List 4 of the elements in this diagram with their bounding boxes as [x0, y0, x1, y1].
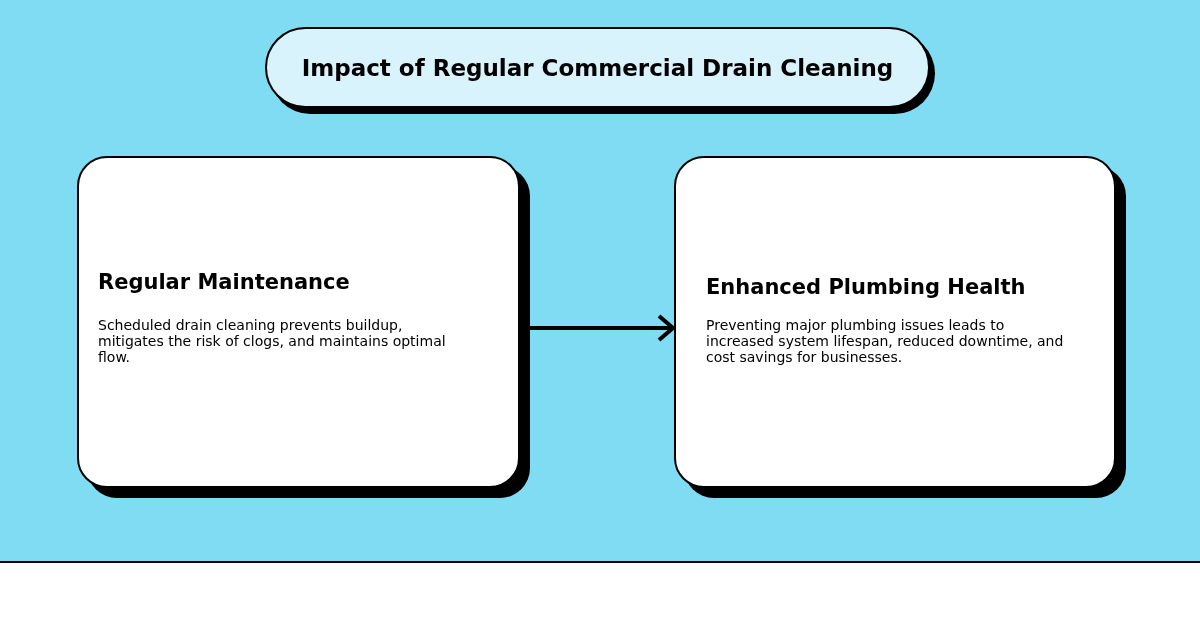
card-description: Scheduled drain cleaning prevents buildup, mitigates the risk of clogs, and maintains optimal flow. — [98, 317, 447, 365]
card-heading: Regular Maintenance — [98, 269, 350, 295]
card-heading: Enhanced Plumbing Health — [706, 274, 1026, 300]
card-description: Preventing major plumbing issues leads to increased system lifespan, reduced downtime, and cost savings for businesses. — [706, 317, 1065, 365]
